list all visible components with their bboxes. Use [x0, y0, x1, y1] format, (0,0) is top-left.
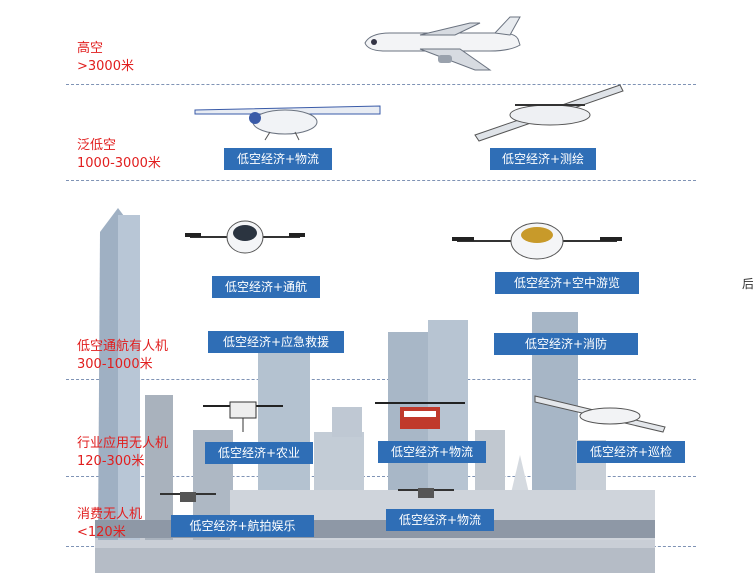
consumer-drone-2-icon [398, 488, 454, 498]
layer-high-range: >3000米 [77, 59, 134, 74]
layer-manned-range: 300-1000米 [77, 357, 153, 372]
layer-manned-label: 低空通航有人机 300-1000米 [77, 338, 168, 374]
layer-consumer-label: 消费无人机 <120米 [77, 506, 142, 542]
consumer-drone-icon [160, 492, 216, 502]
layer-pan-low-label: 泛低空 1000-3000米 [77, 137, 161, 173]
badge-sightseeing: 低空经济+空中游览 [495, 272, 639, 294]
river-reflection [95, 548, 655, 573]
logistics-drone-icon [375, 402, 465, 429]
tower-6 [332, 407, 362, 437]
badge-firefighting: 低空经济+消防 [494, 333, 638, 355]
badge-aerial-photography: 低空经济+航拍娱乐 [171, 515, 314, 537]
layer-pan-low-name: 泛低空 [77, 138, 117, 153]
badge-general-aviation: 低空经济+通航 [212, 276, 320, 298]
layer-pan-low-range: 1000-3000米 [77, 156, 161, 171]
badge-emergency-rescue: 低空经济+应急救援 [208, 331, 344, 353]
divider-industrial [66, 476, 696, 477]
badge-logistics-2: 低空经济+物流 [378, 441, 486, 463]
vtol-aircraft-icon [474, 84, 624, 142]
layer-manned-name: 低空通航有人机 [77, 339, 169, 354]
tourist-evtol-icon [452, 222, 622, 260]
badge-logistics-1: 低空经济+物流 [224, 148, 332, 170]
badge-surveying: 低空经济+测绘 [490, 148, 596, 170]
divider-pan-low [66, 180, 696, 181]
edge-text: 后 [742, 277, 753, 291]
badge-agriculture: 低空经济+农业 [205, 442, 313, 464]
layer-high-name: 高空 [77, 41, 104, 56]
layer-consumer-range: <120米 [77, 525, 126, 540]
layer-consumer-name: 消费无人机 [77, 507, 143, 522]
agri-drone-icon [203, 401, 283, 432]
inspection-drone-icon [534, 395, 666, 433]
light-aircraft-icon [194, 105, 381, 141]
layer-industrial-name: 行业应用无人机 [77, 436, 169, 451]
tower-2 [145, 395, 173, 540]
evtol-drone-icon [185, 220, 305, 254]
layer-industrial-label: 行业应用无人机 120-300米 [77, 435, 168, 471]
divider-manned [66, 379, 696, 380]
divider-high [66, 84, 696, 85]
layer-industrial-range: 120-300米 [77, 454, 145, 469]
airliner-icon [364, 16, 521, 71]
badge-logistics-3: 低空经济+物流 [386, 509, 494, 531]
badge-inspection: 低空经济+巡检 [577, 441, 685, 463]
layer-high-label: 高空 >3000米 [77, 40, 134, 76]
tall-tower-shade [118, 215, 140, 540]
